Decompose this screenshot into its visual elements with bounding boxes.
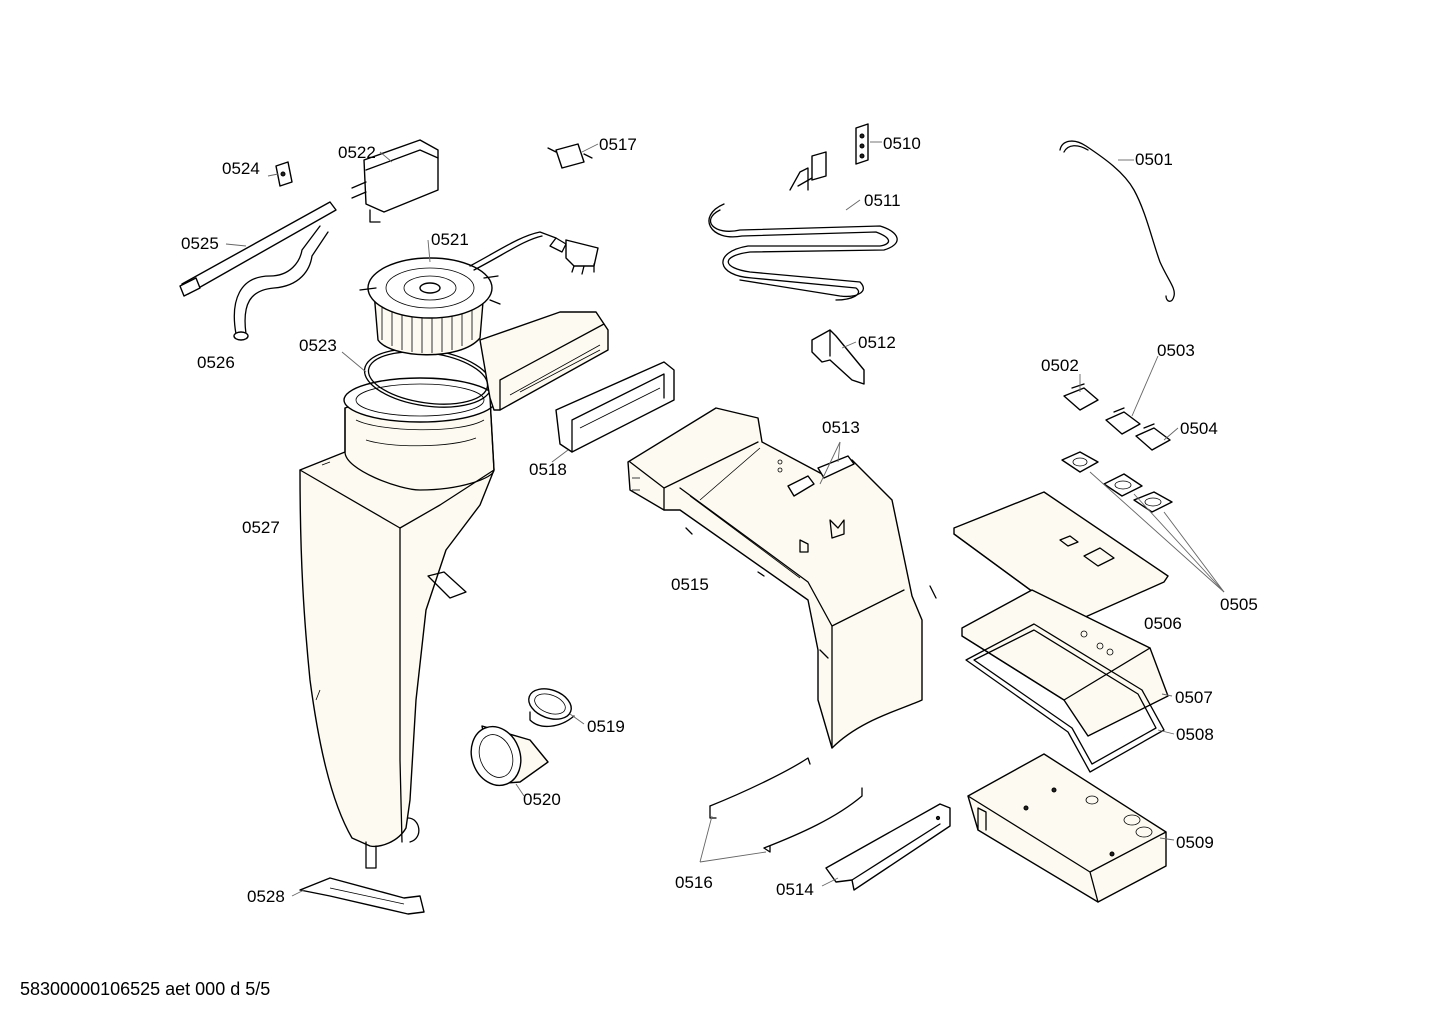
part-0525-drawing xyxy=(179,201,337,297)
label-0521[interactable]: 0521 xyxy=(431,230,469,249)
label-0513[interactable]: 0513 xyxy=(822,418,860,437)
label-0504[interactable]: 0504 xyxy=(1180,419,1218,438)
part-0520-drawing xyxy=(470,725,549,787)
part-0517-drawing xyxy=(547,143,593,169)
part-0515-drawing xyxy=(627,407,937,749)
part-0508-drawing xyxy=(965,623,1165,773)
document-id-footer: 58300000106525 aet 000 d 5/5 xyxy=(20,979,271,999)
label-0518[interactable]: 0518 xyxy=(529,460,567,479)
label-0507[interactable]: 0507 xyxy=(1175,688,1213,707)
label-0526[interactable]: 0526 xyxy=(197,353,235,372)
label-0501[interactable]: 0501 xyxy=(1135,150,1173,169)
part-0526-drawing xyxy=(233,225,329,341)
part-0519-drawing xyxy=(528,688,575,727)
part-0518-drawing xyxy=(555,361,675,453)
part-0511-drawing xyxy=(708,151,898,301)
part-0507-drawing xyxy=(961,589,1169,737)
part-0502-0504-drawing xyxy=(1063,383,1171,451)
label-0516[interactable]: 0516 xyxy=(675,873,713,892)
label-0510[interactable]: 0510 xyxy=(883,134,921,153)
part-0512-drawing xyxy=(811,329,865,385)
label-0502[interactable]: 0502 xyxy=(1041,356,1079,375)
part-upper-duct-drawing xyxy=(479,311,609,411)
label-0508[interactable]: 0508 xyxy=(1176,725,1214,744)
label-0512[interactable]: 0512 xyxy=(858,333,896,352)
label-0528[interactable]: 0528 xyxy=(247,887,285,906)
label-0520[interactable]: 0520 xyxy=(523,790,561,809)
label-0509[interactable]: 0509 xyxy=(1176,833,1214,852)
part-0505-drawing xyxy=(1061,451,1173,513)
part-0509-drawing xyxy=(967,753,1167,903)
label-0511[interactable]: 0511 xyxy=(864,191,901,210)
part-0528-drawing xyxy=(299,877,425,915)
label-0525[interactable]: 0525 xyxy=(181,234,219,253)
part-0501-drawing xyxy=(1059,140,1175,302)
label-0522[interactable]: 0522 xyxy=(338,143,376,162)
part-0506-drawing xyxy=(953,491,1169,623)
leader-lines xyxy=(225,141,1225,897)
part-0524-drawing xyxy=(275,161,293,187)
part-0527-drawing xyxy=(299,377,497,869)
part-0510-drawing xyxy=(855,123,869,165)
label-0519[interactable]: 0519 xyxy=(587,717,625,736)
label-0505[interactable]: 0505 xyxy=(1220,595,1258,614)
part-0514-drawing xyxy=(825,803,951,891)
label-0524[interactable]: 0524 xyxy=(222,159,260,178)
part-0513-drawing xyxy=(787,455,855,497)
label-0517[interactable]: 0517 xyxy=(599,135,637,154)
label-0506[interactable]: 0506 xyxy=(1144,614,1182,633)
label-0515[interactable]: 0515 xyxy=(671,575,709,594)
part-0521-drawing xyxy=(359,231,599,356)
part-0522-drawing xyxy=(351,139,439,223)
part-0516-drawing xyxy=(709,757,863,853)
label-0527[interactable]: 0527 xyxy=(242,518,280,537)
label-0523[interactable]: 0523 xyxy=(299,336,337,355)
label-0514[interactable]: 0514 xyxy=(776,880,814,899)
label-0503[interactable]: 0503 xyxy=(1157,341,1195,360)
part-labels: 0524 0522 0525 0521 0526 0523 0517 0510 … xyxy=(181,134,1258,906)
